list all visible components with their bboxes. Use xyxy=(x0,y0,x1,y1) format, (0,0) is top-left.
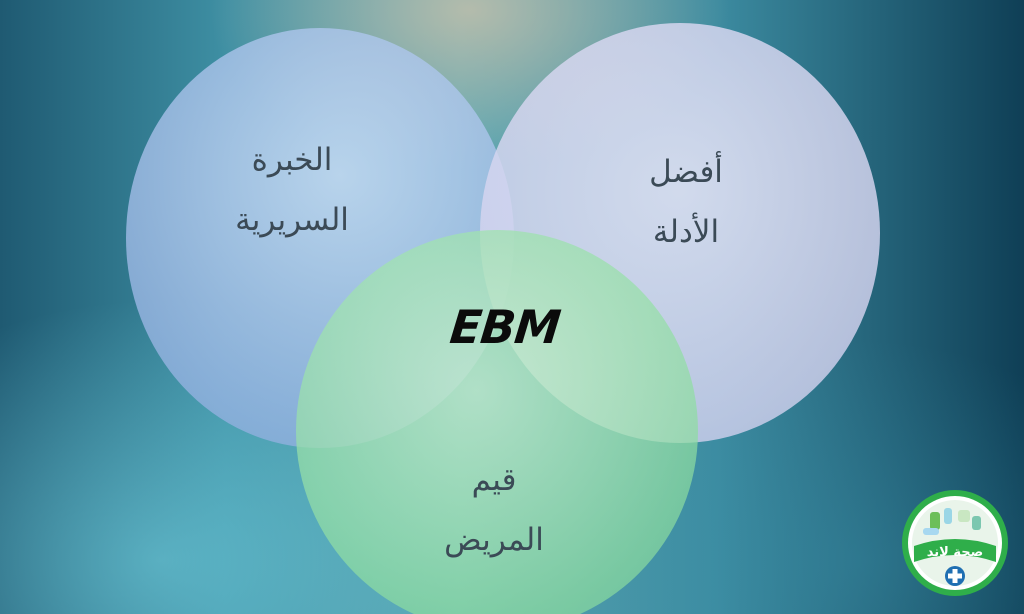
logo-text: صحة لاند xyxy=(927,545,983,560)
patient-values-line1: قيم xyxy=(471,462,517,498)
clinical-expertise-line2: السريرية xyxy=(235,202,349,238)
patient-values-label: قيم المريض xyxy=(364,450,624,570)
circle-patient-values xyxy=(296,230,698,614)
best-evidence-label: أفضل الأدلة xyxy=(556,142,816,262)
clinical-expertise-line1: الخبرة xyxy=(251,142,333,178)
site-logo: صحة لاند xyxy=(900,488,1010,598)
best-evidence-line1: أفضل xyxy=(649,154,723,190)
ebm-center-label: EBM xyxy=(447,300,563,354)
patient-values-line2: المريض xyxy=(444,522,544,558)
best-evidence-line2: الأدلة xyxy=(652,214,720,250)
medical-cross-icon: صحة لاند xyxy=(902,490,1008,596)
clinical-expertise-label: الخبرة السريرية xyxy=(162,130,422,250)
